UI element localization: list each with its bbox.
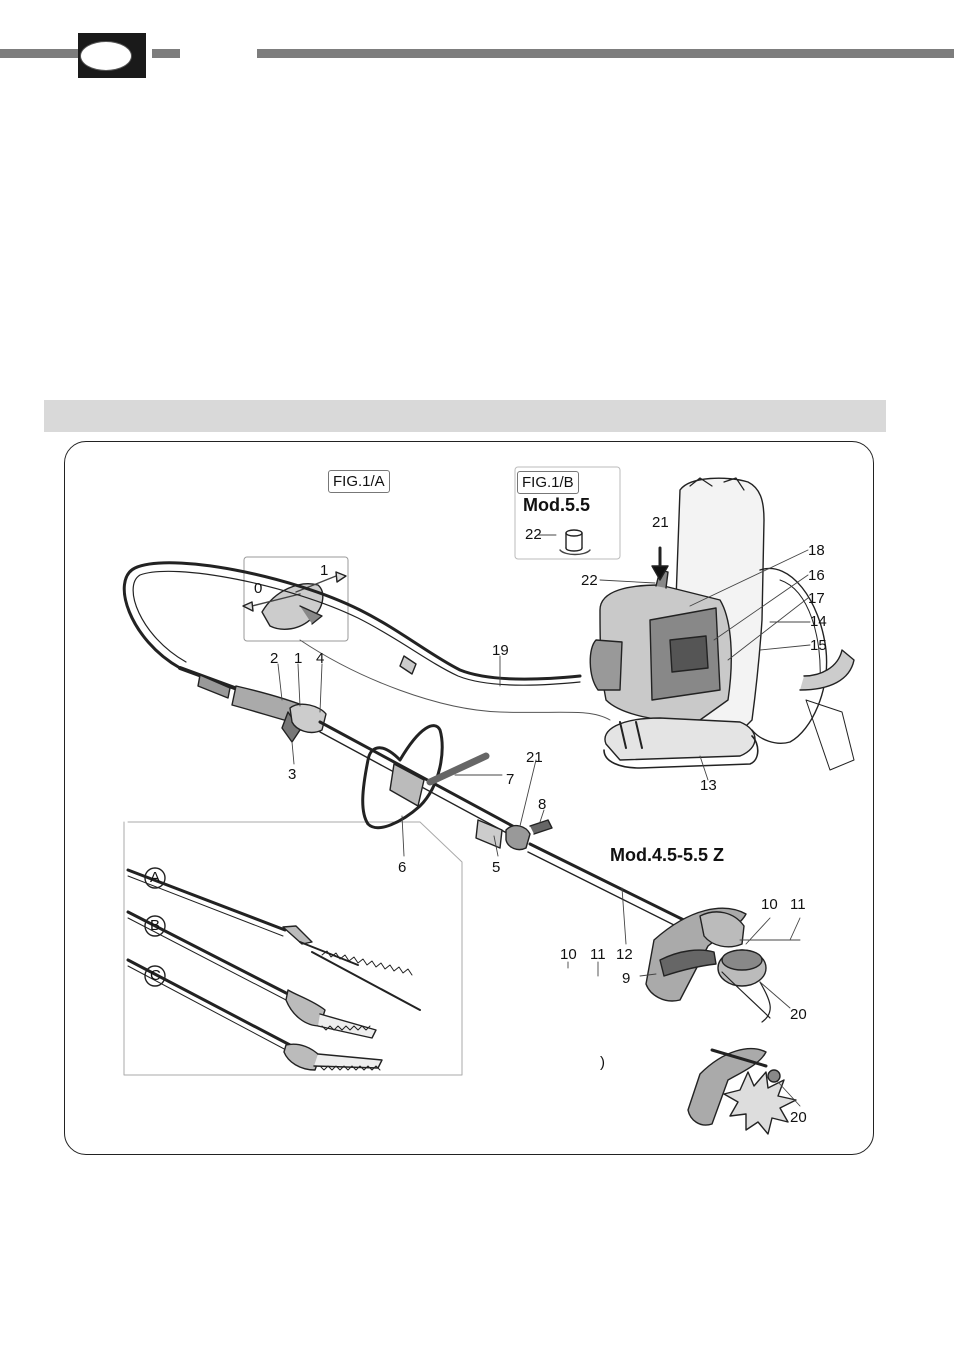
figure-frame (64, 441, 874, 1155)
throttle-lever-detail (261, 583, 324, 630)
engine-base (604, 717, 756, 761)
callout-21-engine: 21 (652, 514, 669, 531)
callout-10-left: 10 (560, 946, 577, 963)
callout-4: 4 (316, 650, 325, 667)
attachment-a-label: A (150, 869, 161, 886)
callout-15: 15 (810, 637, 827, 654)
fig-b-inset-box (514, 466, 621, 560)
callout-17: 17 (808, 590, 825, 607)
fig-a-label: FIG.1/A (328, 470, 390, 493)
callout-5: 5 (492, 859, 501, 876)
arrow-21 (651, 565, 669, 581)
throttle-position-0: 0 (254, 580, 263, 597)
callout-14: 14 (810, 613, 827, 630)
callout-16: 16 (808, 567, 825, 584)
front-handle (361, 724, 444, 830)
header-rule-left (0, 49, 78, 58)
section-heading-band (44, 400, 886, 432)
callout-2: 2 (270, 650, 279, 667)
fig-b-label: FIG.1/B (517, 471, 579, 494)
attachment-c-label: C (150, 967, 161, 984)
main-shaft (318, 720, 522, 832)
attachment-c-circle (144, 965, 166, 987)
lower-shaft (528, 842, 702, 930)
callout-22: 22 (581, 572, 598, 589)
callout-20-blade: 20 (790, 1109, 807, 1126)
callout-1: 1 (294, 650, 303, 667)
callout-11-right: 11 (790, 896, 806, 913)
callout-19: 19 (492, 642, 509, 659)
callout-20-head: 20 (790, 1006, 807, 1023)
trimmer-model-label: Mod.4.5-5.5 Z (610, 845, 725, 865)
inset-b-model-label: Mod.5.5 (523, 495, 591, 515)
inset-b-part-label: 22 (525, 526, 542, 543)
attachment-b-circle (144, 915, 166, 937)
attachment-a-circle (144, 867, 166, 889)
callout-10-right: 10 (761, 896, 778, 913)
callout-6: 6 (398, 859, 407, 876)
flexible-drive-shaft (122, 561, 582, 681)
header-rule-mid (152, 49, 180, 58)
callout-21-shaft: 21 (526, 749, 543, 766)
stray-mark: ) (600, 1054, 605, 1071)
attachments-inset-box (123, 821, 463, 1076)
metal-blade (723, 1071, 797, 1135)
throttle-inset-box (243, 556, 349, 642)
callout-18: 18 (808, 542, 825, 559)
handle-bar-stop (426, 752, 490, 786)
throttle-position-1: 1 (320, 562, 329, 579)
callout-9: 9 (622, 970, 631, 987)
callout-7: 7 (506, 771, 515, 788)
callout-11-left: 11 (590, 946, 606, 963)
callout-3: 3 (288, 766, 297, 783)
attachment-b-label: B (150, 917, 161, 934)
header-page-oval (80, 41, 132, 71)
callout-8: 8 (538, 796, 547, 813)
blade-guard (687, 1048, 767, 1126)
callout-13: 13 (700, 777, 717, 794)
header-rule-right (257, 49, 954, 58)
callout-12: 12 (616, 946, 633, 963)
